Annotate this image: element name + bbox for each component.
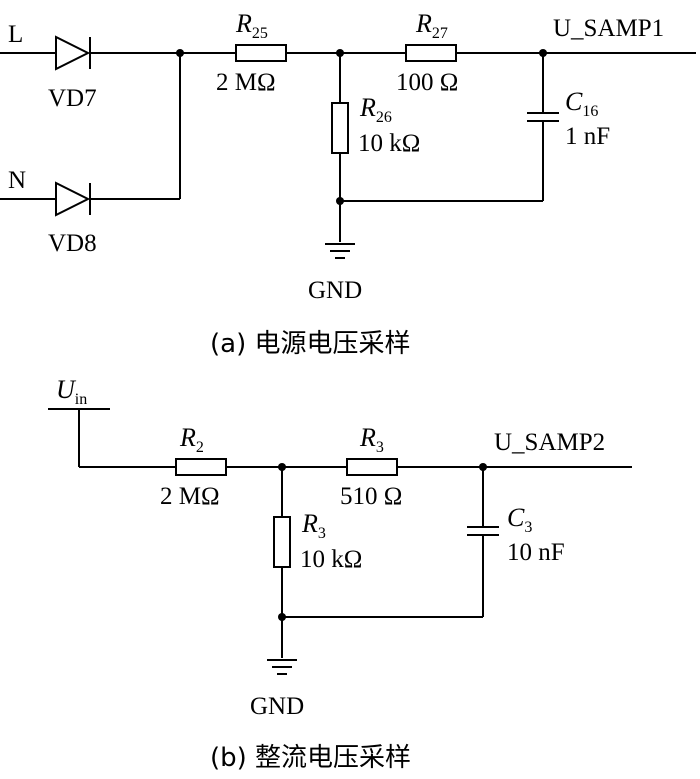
ground-symbol-b	[267, 659, 297, 675]
value-r3-series: 510 Ω	[340, 483, 402, 510]
junction-dot	[336, 197, 344, 205]
resistor-r27	[405, 44, 457, 62]
label-output-u-samp1: U_SAMP1	[553, 15, 664, 42]
junction-dot	[336, 49, 344, 57]
value-c16: 1 nF	[565, 123, 610, 150]
label-r26: R26	[359, 93, 392, 126]
label-r25: R25	[235, 9, 268, 42]
resistor-r26	[331, 102, 349, 154]
resistor-r25	[235, 44, 287, 62]
circuit-b: Uin R2 2 MΩ R3 510 Ω R3 10 kΩ C3 10 nF U…	[48, 375, 632, 773]
label-r27: R27	[415, 9, 448, 42]
junction-dot	[278, 463, 286, 471]
label-input-l: L	[8, 21, 23, 48]
resistor-r2	[175, 458, 227, 476]
value-c3: 10 nF	[507, 539, 565, 566]
label-c16: C16	[565, 87, 598, 120]
label-r3-shunt: R3	[301, 509, 326, 542]
label-r3-series: R3	[359, 423, 384, 456]
value-r26: 10 kΩ	[358, 130, 420, 157]
resistor-r3-series	[346, 458, 398, 476]
label-input-n: N	[8, 167, 26, 194]
resistor-r3-shunt	[273, 516, 291, 568]
caption-b: (b) 整流电压采样	[210, 743, 411, 773]
junction-dot	[539, 49, 547, 57]
label-input-u-in: Uin	[56, 375, 87, 408]
junction-dot	[176, 49, 184, 57]
junction-dot	[278, 613, 286, 621]
label-c3: C3	[507, 503, 532, 536]
ground-symbol-a	[325, 243, 355, 259]
label-vd8: VD8	[48, 230, 97, 257]
value-r3-shunt: 10 kΩ	[300, 546, 362, 573]
diode-vd8	[55, 181, 91, 217]
capacitor-c16	[527, 112, 559, 122]
value-r27: 100 Ω	[396, 69, 458, 96]
label-r2: R2	[179, 423, 204, 456]
capacitor-c3	[467, 526, 499, 536]
value-r2: 2 MΩ	[160, 483, 220, 510]
circuit-a: L N VD7 VD8 R25 2 MΩ R27 100 Ω R26 10 kΩ…	[0, 9, 696, 359]
label-output-u-samp2: U_SAMP2	[494, 429, 605, 456]
label-gnd-b: GND	[250, 693, 304, 720]
caption-a: (a) 电源电压采样	[210, 329, 411, 359]
label-vd7: VD7	[48, 85, 97, 112]
diode-vd7	[55, 35, 91, 71]
label-gnd-a: GND	[308, 277, 362, 304]
junction-dot	[479, 463, 487, 471]
value-r25: 2 MΩ	[216, 69, 276, 96]
circuit-a-wires	[0, 52, 696, 242]
circuit-b-wires	[48, 408, 632, 658]
